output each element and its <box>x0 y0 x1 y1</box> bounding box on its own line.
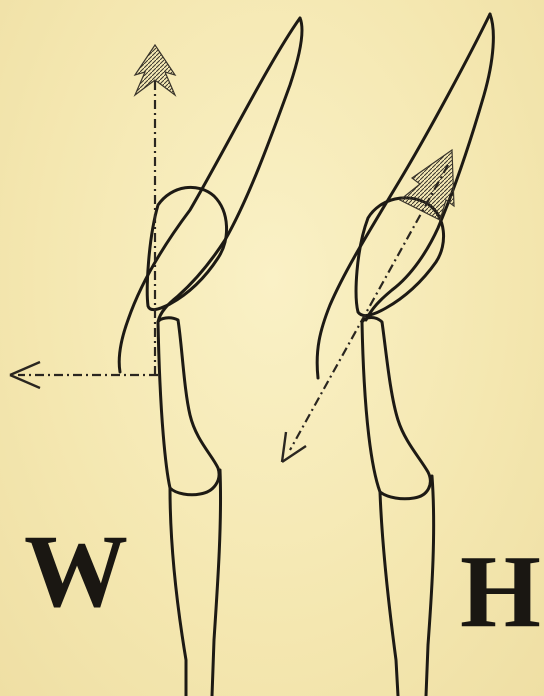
diagonal-arrow-tip <box>282 432 306 462</box>
left-lower-finger-outline <box>158 318 219 495</box>
label-w: W <box>24 520 128 624</box>
right-stalk-right-outline <box>426 476 434 696</box>
left-stalk-right-outline <box>212 470 221 696</box>
label-h: H <box>460 540 541 644</box>
right-stalk-left-outline <box>380 492 398 696</box>
right-lower-finger-outline <box>362 318 430 499</box>
left-oval-lobe-outline <box>147 187 226 309</box>
left-stalk-left-outline <box>170 488 186 696</box>
